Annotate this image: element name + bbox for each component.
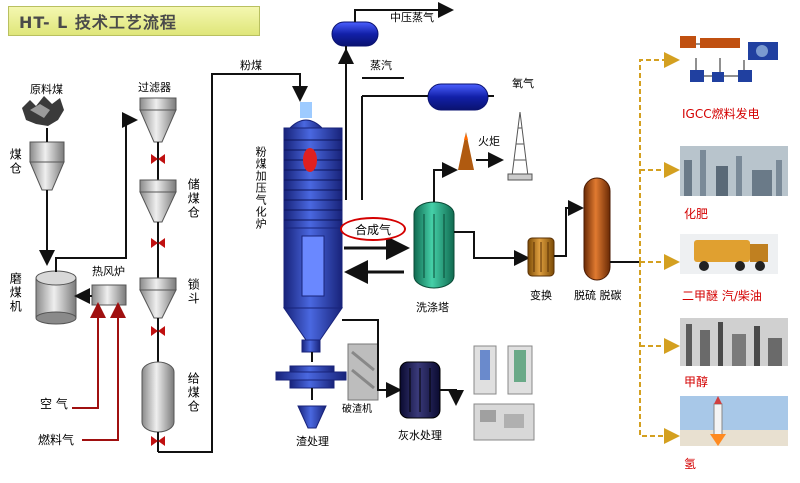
- pipe-scrubber-to-shift: [454, 231, 530, 266]
- label-shift: 变换: [530, 289, 552, 302]
- mill: [35, 270, 77, 325]
- pipe-fuel-gas: [82, 302, 126, 441]
- slag-lock: [275, 365, 347, 389]
- pipe-to-ash-water: [342, 319, 402, 398]
- gasifier: [283, 102, 343, 353]
- label-raw-coal: 原料煤: [30, 83, 63, 96]
- label-syngas: 合成气: [354, 222, 391, 237]
- pipe-air: [72, 302, 106, 409]
- label-hydrogen: 氢: [684, 457, 697, 471]
- oxygen-drum: [427, 83, 489, 111]
- valve-4-icon: [151, 436, 165, 446]
- storage-bin: [139, 179, 177, 223]
- crusher-photo-detail: [351, 350, 375, 390]
- desulf-tower: [583, 177, 611, 281]
- label-methanol: 甲醇: [684, 375, 709, 389]
- valve-1-icon: [151, 154, 165, 164]
- scrubber: [413, 201, 455, 289]
- truck-image: [680, 234, 778, 274]
- label-coal-bin: 煤仓: [8, 148, 23, 176]
- label-ash-water: 灰水处理: [398, 429, 442, 442]
- label-lock-hopper: 锁斗: [186, 278, 201, 306]
- label-desulf: 脱硫 脱碳: [574, 289, 622, 302]
- label-igcc: IGCC燃料发电: [682, 107, 760, 121]
- dash-hydrogen: [639, 262, 680, 444]
- pipe-ash-out: [440, 389, 464, 406]
- label-hot-stove: 热风炉: [92, 265, 125, 278]
- pump-photos: [473, 345, 535, 441]
- label-dme: 二甲醚 汽/柴油: [682, 289, 762, 303]
- label-air: 空 气: [40, 397, 68, 411]
- fertilizer-plant-image: [680, 146, 788, 196]
- label-pulverized-coal: 粉煤: [240, 59, 262, 72]
- label-gasifier: 粉煤加压气化炉: [254, 146, 268, 230]
- page-title: HT- L 技术工艺流程: [19, 13, 177, 32]
- label-steam: 蒸汽: [370, 59, 392, 72]
- raw-coal-pile: [22, 96, 64, 126]
- ash-water-vessel: [399, 361, 441, 419]
- label-filter: 过滤器: [138, 81, 171, 94]
- mp-steam-drum: [331, 21, 379, 47]
- dash-igcc: [639, 52, 680, 262]
- hot-stove: [91, 284, 127, 306]
- igcc-image: [680, 36, 778, 82]
- label-scrubber: 洗涤塔: [416, 301, 449, 314]
- label-oxygen: 氧气: [512, 77, 534, 90]
- valve-2-icon: [151, 238, 165, 248]
- label-mp-steam: 中压蒸气: [390, 11, 434, 24]
- syngas-badge: 合成气: [340, 217, 406, 241]
- pipe-mill-to-filter: [55, 112, 138, 272]
- refinery-image: [680, 318, 788, 366]
- feed-bin: [141, 361, 175, 433]
- shift-reactor: [527, 237, 555, 277]
- lock-hopper: [139, 277, 177, 319]
- label-fuel-gas: 燃料气: [38, 433, 75, 447]
- label-slag: 渣处理: [296, 435, 329, 448]
- flare-flame-icon: [464, 135, 468, 140]
- title-banner: HT- L 技术工艺流程: [8, 6, 260, 36]
- rocket-image: [680, 396, 788, 446]
- flare-tower: [507, 111, 533, 181]
- flare-stack: [458, 132, 474, 170]
- valve-3-icon: [151, 326, 165, 336]
- pipe-shift-to-tower: [554, 200, 584, 257]
- label-storage-bin: 储煤仓: [186, 178, 201, 220]
- pipe-steam: [361, 77, 404, 200]
- label-crusher: 破渣机: [342, 404, 372, 415]
- label-feed-bin: 给煤仓: [186, 372, 201, 414]
- pipe-pulverized-coal: [158, 73, 308, 453]
- coal-bin: [29, 141, 65, 191]
- label-flare: 火炬: [478, 135, 500, 148]
- filter: [139, 97, 177, 143]
- label-mill: 磨煤机: [8, 272, 23, 314]
- pipe-mp-steam: [354, 2, 454, 22]
- pipe-to-flare: [433, 162, 458, 202]
- label-fertilizer: 化肥: [684, 207, 709, 221]
- slag-funnel: [297, 405, 327, 429]
